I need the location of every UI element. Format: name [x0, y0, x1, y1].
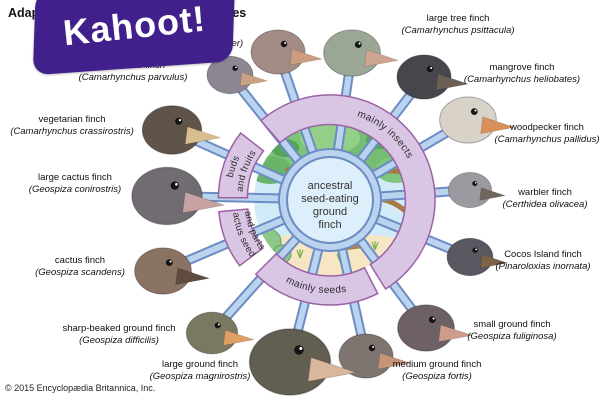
- label-cactus-finch: cactus finch(Geospiza scandens): [35, 255, 125, 278]
- label-sharp-beaked-ground-finch: sharp-beaked ground finch(Geospiza diffi…: [62, 323, 176, 346]
- finch-head-large-ground: [248, 328, 358, 396]
- segment-buds-and-fruits: [217, 131, 265, 199]
- finch-head-large-tree: [323, 29, 400, 77]
- copyright-notice: © 2015 Encyclopædia Britannica, Inc.: [5, 383, 156, 393]
- finch-head-mangrove: [396, 54, 470, 100]
- segment-cactus-seeds: [218, 208, 264, 267]
- finch-head-small-tree: [206, 55, 269, 95]
- ancestor-label-line4: finch: [318, 219, 341, 231]
- label-mangrove-finch: mangrove finch(Camarhynchus heliobates): [463, 62, 581, 85]
- finch-head-sharp-beaked: [185, 311, 255, 355]
- finch-head-woodpecker: [439, 96, 516, 144]
- label-woodpecker-finch: woodpecker finch(Camarhynchus pallidus): [494, 122, 600, 145]
- segment-mainly-seeds: [254, 252, 379, 306]
- finch-head-cocos-island: [446, 237, 509, 277]
- label-large-ground-finch: large ground finch(Geospiza magnirostris…: [149, 359, 251, 382]
- finch-head-medium-tree: [250, 29, 324, 75]
- finch-head-cactus: [134, 247, 211, 295]
- ancestor-label-line1: ancestral: [308, 180, 353, 192]
- ancestor-label-line2: seed-eating: [301, 193, 359, 205]
- finch-head-vegetarian: [141, 105, 222, 155]
- label-large-tree-finch: large tree finch(Camarhynchus psittacula…: [401, 13, 515, 36]
- label-large-cactus-finch: large cactus finch(Geospiza conirostris): [28, 172, 122, 195]
- label-small-ground-finch: small ground finch(Geospiza fuliginosa): [467, 319, 557, 342]
- label-medium-ground-finch: medium ground finch(Geospiza fortis): [392, 359, 482, 382]
- ancestor-hub: [288, 158, 372, 242]
- label-vegetarian-finch: vegetarian finch(Camarhynchus crassirost…: [10, 114, 134, 137]
- segment-mainly-insects: [260, 94, 436, 291]
- kahoot-wordmark: Kahoot!: [60, 0, 208, 54]
- finch-head-large-cactus: [131, 166, 226, 226]
- finch-head-small-ground: [397, 304, 474, 352]
- hub-ring-fill: [280, 150, 380, 250]
- label-cocos-island-finch: Cocos Island finch(Pinaroloxias inornata…: [495, 249, 591, 272]
- label-warbler-finch: warbler finch(Certhidea olivacea): [502, 187, 588, 210]
- finch-head-medium-ground: [338, 333, 412, 379]
- ancestor-label-line3: ground: [313, 206, 347, 218]
